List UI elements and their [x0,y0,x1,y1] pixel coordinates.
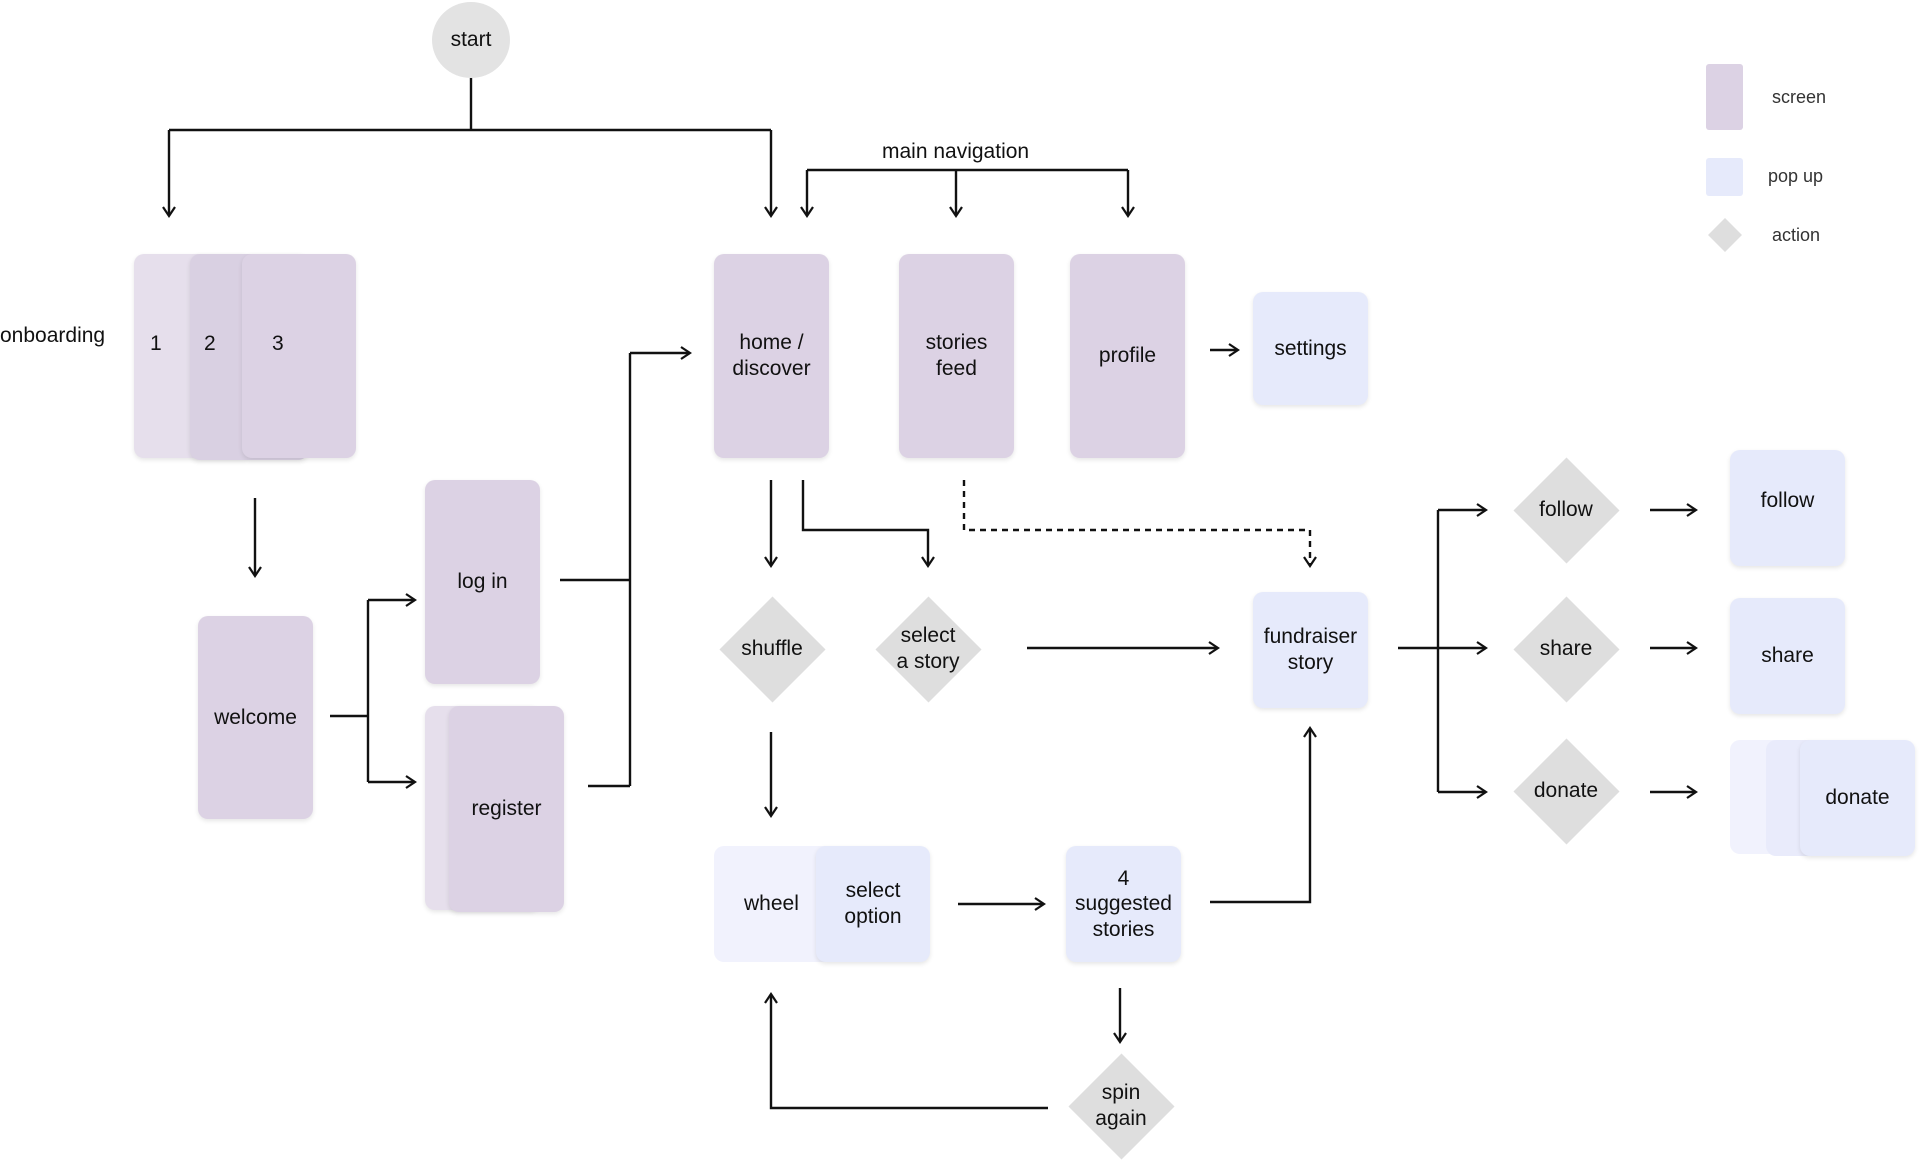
follow-popup-label: follow [1760,489,1815,512]
welcome-screen: welcome [198,616,313,819]
fundraiser-story-popup: fundraiser story [1253,592,1368,708]
follow-popup: follow [1730,450,1845,566]
home-discover-screen: home / discover [714,254,829,458]
onboarding-page-3 [242,254,356,458]
settings-label: settings [1274,336,1347,360]
legend-screen-label: screen [1772,87,1827,107]
stories-feed-label: stories feed [925,331,988,380]
spin-again-label: spin again [1095,1081,1147,1130]
profile-screen: profile [1070,254,1185,458]
main-navigation-label: main navigation [882,140,1030,163]
donate-popup-label: donate [1825,786,1890,810]
edge-suggested-to-fundraiser [1210,726,1317,904]
suggested-stories-label: 4 suggested stories [1075,866,1172,941]
edge-home-to-select [801,480,935,568]
share-popup-label: share [1761,644,1814,668]
donate-popup: donate [1800,740,1915,856]
legend-popup-label: pop up [1768,166,1824,186]
onboarding-label: onboarding [0,324,106,347]
donate-action-label: donate [1533,779,1599,803]
donate-action: donate [1512,737,1620,845]
onboarding-number-2: 2 [204,332,216,355]
select-a-story-label: select a story [896,624,960,673]
fundraiser-story-label: fundraiser story [1263,625,1358,674]
profile-label: profile [1098,344,1157,368]
log-in-label: log in [457,570,508,594]
edge-stories-to-fundraiser [962,480,1317,568]
register-screen: register [449,706,564,912]
home-discover-label: home / discover [732,331,811,380]
log-in-screen: log in [425,480,540,684]
share-action-label: share [1539,637,1593,661]
legend-screen-swatch [1706,64,1743,130]
suggested-stories-popup: 4 suggested stories [1066,846,1181,962]
wheel-label: wheel [744,892,799,916]
share-action: share [1512,595,1620,703]
stories-feed-screen: stories feed [899,254,1014,458]
select-option-label: select option [844,879,902,928]
share-popup: share [1730,598,1845,714]
select-a-story-action: select a story [874,595,982,703]
register-label: register [471,797,542,821]
select-option-popup: select option [816,846,930,962]
onboarding-number-1: 1 [150,332,162,355]
spin-again-action: spin again [1067,1052,1175,1160]
follow-action-label: follow [1539,498,1593,522]
start-node: start [432,2,510,78]
shuffle-action: shuffle [718,595,826,703]
onboarding-number-3: 3 [272,332,284,355]
shuffle-label: shuffle [741,637,803,661]
welcome-label: welcome [214,705,297,729]
follow-action: follow [1512,456,1620,564]
settings-popup: settings [1253,292,1368,405]
edge-spin-to-wheel [764,992,1048,1110]
legend-popup-swatch [1706,158,1743,196]
legend-action-label: action [1772,225,1821,245]
start-label: start [450,28,492,52]
